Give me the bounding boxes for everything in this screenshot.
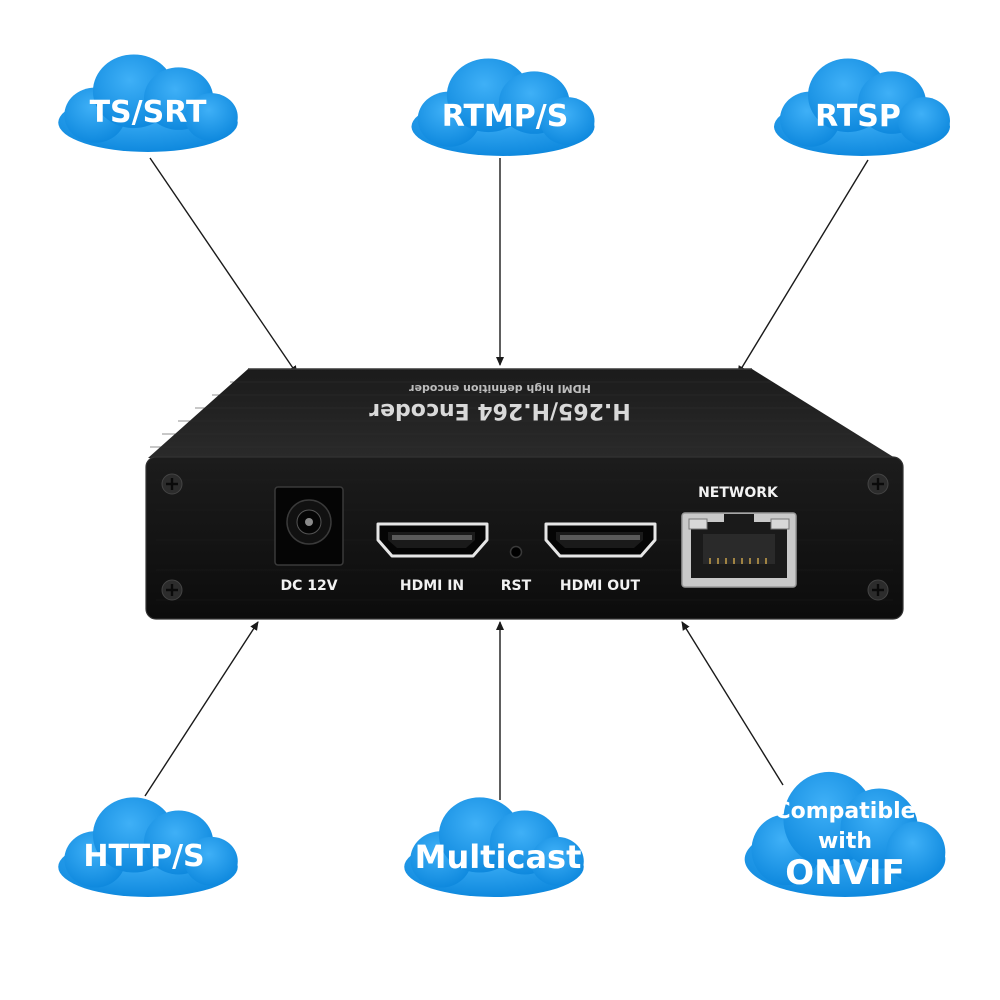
- label-onvif-line1: Compatible: [774, 799, 915, 824]
- label-onvif-line3: ONVIF: [785, 853, 905, 893]
- label-rtsp: RTSP: [815, 99, 901, 134]
- hdmi-out-port: [544, 522, 657, 558]
- arrow-http-s: [144, 621, 259, 797]
- port-label-dc: DC 12V: [280, 578, 337, 594]
- cloud-http-s: HTTP/S: [58, 797, 238, 897]
- ethernet-port: [681, 512, 797, 588]
- label-multicast: Multicast: [415, 838, 582, 876]
- screw-icon: [161, 473, 183, 495]
- reset-button: [509, 545, 523, 559]
- screw-icon: [867, 579, 889, 601]
- cloud-onvif: Compatible with ONVIF: [744, 771, 946, 897]
- screw-icon: [161, 579, 183, 601]
- port-label-hdmi-out: HDMI OUT: [560, 578, 641, 594]
- label-onvif-line2: with: [818, 829, 872, 854]
- arrow-onvif: [681, 621, 784, 786]
- device-top-surface: [148, 369, 895, 458]
- encoder-device: H.265/H.264 Encoder HDMI high definition…: [145, 368, 904, 620]
- dc-power-jack: [274, 486, 344, 566]
- connector-arrows: [144, 157, 869, 800]
- port-label-network: NETWORK: [698, 485, 779, 501]
- cloud-rtsp: RTSP: [774, 58, 950, 157]
- arrow-rtsp: [737, 159, 869, 375]
- device-top-title: H.265/H.264 Encoder: [369, 398, 631, 423]
- label-ts-srt: TS/SRT: [90, 95, 207, 130]
- arrow-ts-srt: [149, 157, 298, 375]
- port-label-hdmi-in: HDMI IN: [400, 578, 464, 594]
- cloud-ts-srt: TS/SRT: [58, 54, 238, 153]
- port-label-rst: RST: [501, 578, 532, 594]
- label-http-s: HTTP/S: [83, 839, 204, 874]
- device-top-subtitle: HDMI high definition encoder: [409, 382, 591, 395]
- cloud-rtmp-s: RTMP/S: [411, 58, 595, 157]
- screw-icon: [867, 473, 889, 495]
- label-rtmp-s: RTMP/S: [442, 99, 569, 134]
- hdmi-in-port: [376, 522, 489, 558]
- cloud-multicast: Multicast: [404, 797, 584, 897]
